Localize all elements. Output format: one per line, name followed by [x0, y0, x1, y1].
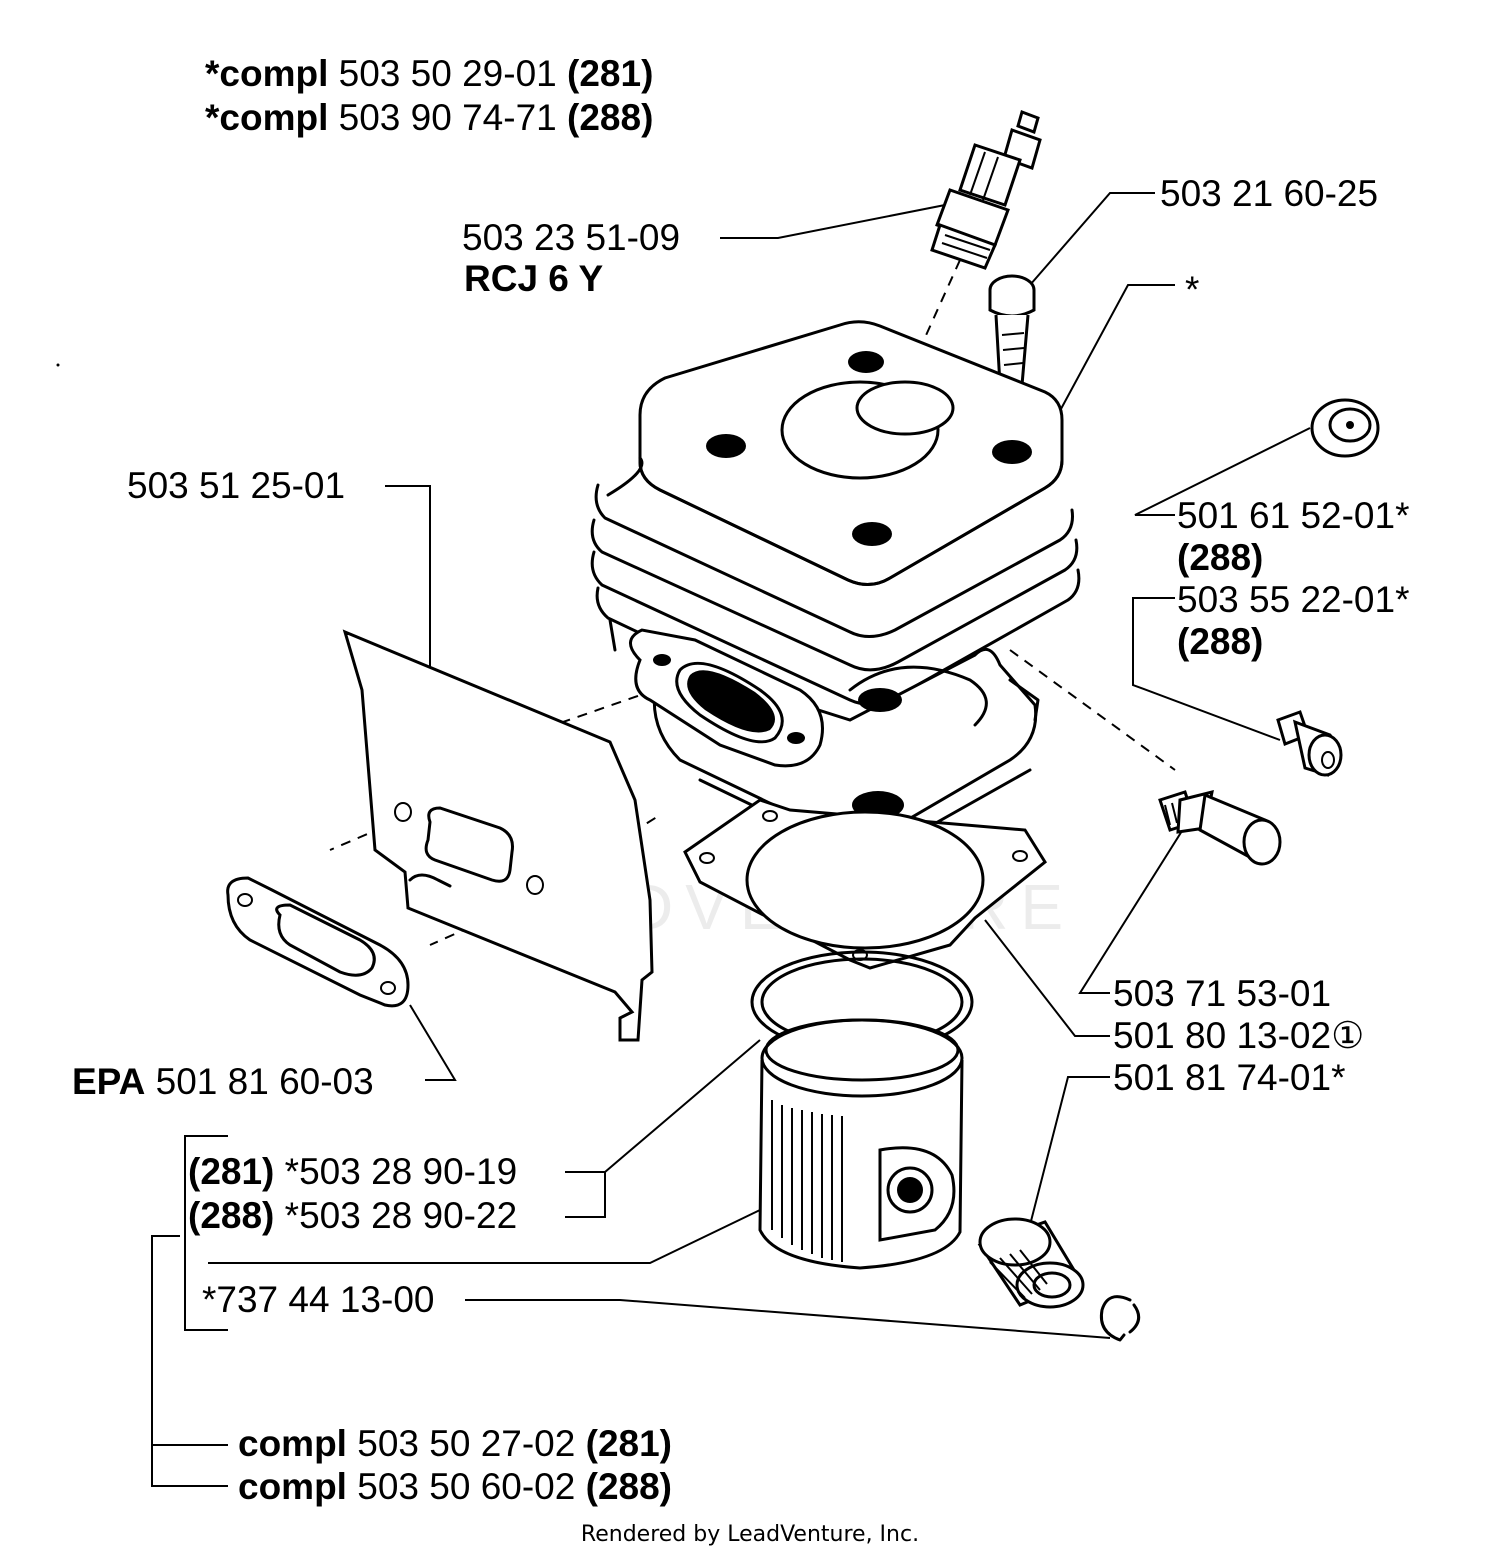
callout-bearing: 501 81 74-01* — [1113, 1057, 1346, 1098]
protective-plate — [342, 629, 654, 1042]
callout-valve: 503 71 53-01 — [1113, 973, 1332, 1014]
cylinder — [590, 320, 1081, 856]
callout-cap: 501 61 52-01* — [1177, 495, 1410, 536]
cylinder-screw — [988, 274, 1036, 390]
callout-kit-281: compl 503 50 27-02 (281) — [238, 1423, 673, 1464]
callout-compl-288: *compl 503 90 74-71 (288) — [205, 97, 654, 138]
cylinder-plug — [1276, 710, 1343, 777]
callout-spark-plug-type: RCJ 6 Y — [464, 258, 604, 299]
callout-cylinder: * — [1185, 269, 1200, 310]
callout-circlip: *737 44 13-00 — [202, 1279, 435, 1320]
callout-piston-288: (288) *503 28 90-22 — [188, 1195, 518, 1236]
piston — [758, 1018, 964, 1270]
needle-bearing — [977, 1217, 1085, 1309]
callout-kit-288: compl 503 50 60-02 (288) — [238, 1466, 673, 1507]
callout-spark-plug: 503 23 51-09 — [462, 217, 681, 258]
base-gasket — [683, 798, 1047, 970]
callout-screw: 503 21 60-25 — [1160, 173, 1379, 214]
decompression-valve — [1158, 789, 1282, 866]
exhaust-gasket — [226, 876, 410, 1008]
callout-piston-281: (281) *503 28 90-19 — [188, 1151, 518, 1192]
callout-cap-model: (288) — [1177, 537, 1264, 578]
callout-compl-281: *compl 503 50 29-01 (281) — [205, 53, 654, 94]
render-credit: Rendered by LeadVenture, Inc. — [580, 1522, 920, 1547]
callout-plug-model: (288) — [1177, 621, 1264, 662]
circled-one-mark: ① — [1331, 1015, 1365, 1056]
callout-exhaust-gasket: EPA 501 81 60-03 — [72, 1061, 374, 1102]
cylinder-cap — [1310, 398, 1380, 458]
stray-dot — [56, 363, 60, 367]
callout-base-gasket: 501 80 13-02① — [1113, 1015, 1365, 1056]
circlip — [1099, 1295, 1141, 1342]
callout-plate: 503 51 25-01 — [127, 465, 346, 506]
spark-plug — [930, 110, 1042, 270]
callout-plug: 503 55 22-01* — [1177, 579, 1410, 620]
